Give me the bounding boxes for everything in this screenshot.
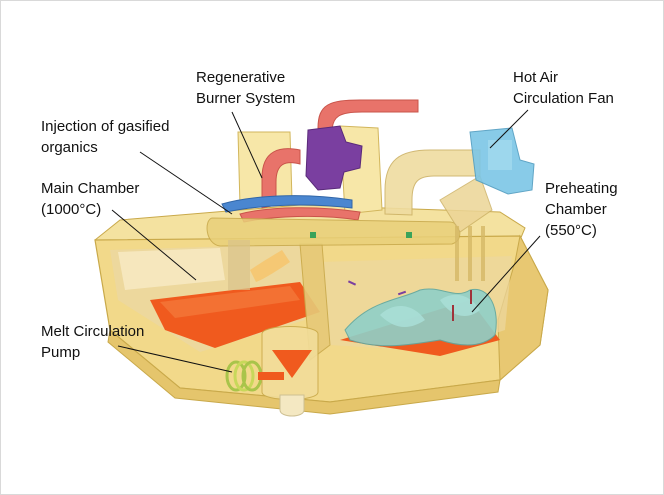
label-injection-of-gasified-organics: Injection of gasified organics [41, 116, 169, 158]
injection-lance [206, 217, 461, 290]
label-melt-circulation-pump: Melt Circulation Pump [41, 321, 144, 363]
label-line: Main Chamber [41, 180, 140, 197]
label-line: (550°C) [545, 222, 597, 239]
label-line: Regenerative [196, 69, 286, 86]
label-hot-air-circulation-fan: Hot Air Circulation Fan [513, 67, 614, 109]
leader-lines [111, 109, 541, 373]
preheating-chamber [320, 256, 512, 356]
label-line: Melt Circulation [41, 323, 145, 340]
melt-pump [225, 326, 319, 417]
label-line: Pump [41, 344, 81, 361]
label-line: Injection of gasified [41, 118, 170, 135]
hot-air-duct [384, 149, 493, 281]
fan-icon [469, 127, 535, 195]
label-line: Preheating [545, 180, 618, 197]
regenerative-burner [221, 99, 419, 223]
label-line: Hot Air [513, 69, 559, 86]
label-regenerative-burner-system: Regenerative Burner System [196, 67, 295, 109]
label-line: Chamber [545, 201, 607, 218]
label-line: organics [41, 139, 98, 156]
label-line: (1000°C) [41, 201, 102, 218]
label-line: Burner System [196, 90, 296, 107]
burner-block [305, 125, 363, 191]
label-preheating-chamber: Preheating Chamber (550°C) [545, 178, 618, 241]
label-line: Circulation Fan [513, 90, 614, 107]
label-main-chamber: Main Chamber (1000°C) [41, 178, 139, 220]
